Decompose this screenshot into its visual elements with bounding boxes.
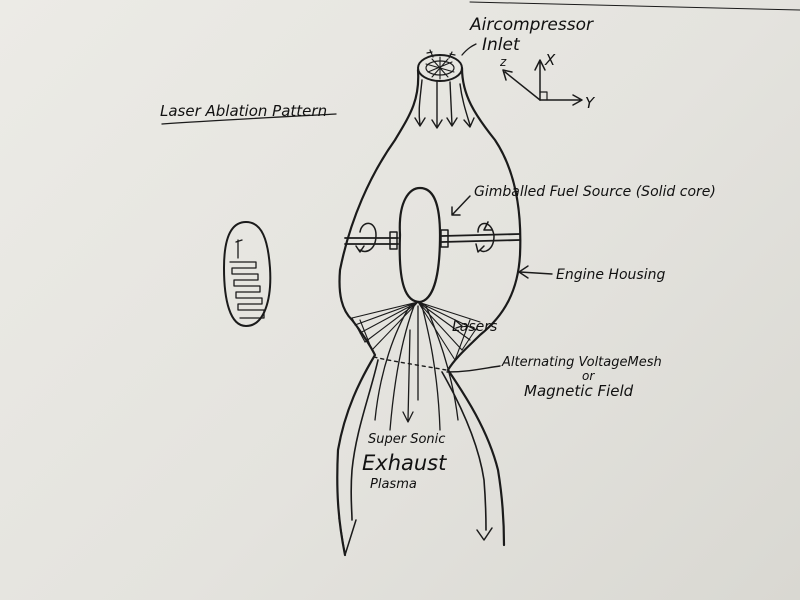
exhaust-label-line1: Super Sonic [368,432,445,447]
axis-y-label: Y [585,94,596,112]
fuel-source-label: Gimballed Fuel Source (Solid core) [474,184,716,200]
fuel-source [345,188,520,302]
inlet-label-line1: Aircompressor [469,15,594,35]
exhaust-label-line2: Exhaust [362,451,447,475]
mesh-label-line1: Alternating VoltageMesh [501,355,662,370]
mesh-label-line3: Magnetic Field [524,382,634,400]
inlet-label-line2: Inlet [482,35,521,55]
laser-ablation-title: Laser Ablation Pattern [160,102,327,120]
mesh-label-line2: or [582,369,595,383]
housing-leader-line [519,266,552,278]
engine-housing-label: Engine Housing [556,267,665,283]
field-leader-line [447,366,500,372]
fuel-leader-line [452,196,470,215]
paper-edge [470,2,800,10]
laser-ablation-pattern-sketch [224,222,270,326]
axis-x-label: X [544,51,556,69]
inlet-leader-line [462,44,476,55]
lasers-label: Lasers [452,319,497,335]
exhaust-label-line3: Plasma [370,477,417,492]
axes-glyph [503,60,582,105]
exhaust-arrows [339,518,492,555]
axis-z-label: z [499,55,507,69]
